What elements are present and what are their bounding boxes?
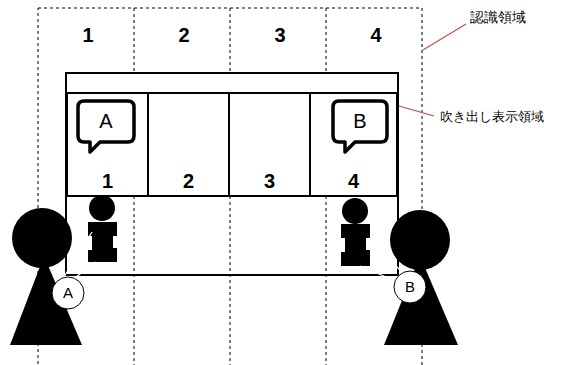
- column-divider: [230, 8, 231, 73]
- badge-circle: [52, 277, 84, 309]
- link-line: [72, 262, 96, 280]
- speech-bubble: B: [331, 99, 389, 153]
- speech-bubble: A: [76, 99, 136, 153]
- column-number: 4: [370, 24, 381, 47]
- person-head: [12, 208, 72, 268]
- column-divider: [326, 196, 327, 365]
- recognition-area: [38, 8, 422, 365]
- leader-line: [423, 24, 466, 50]
- display-box: 4B: [309, 92, 398, 197]
- display-area: [66, 73, 398, 275]
- avatar-body: [88, 222, 117, 262]
- display-box: 3: [228, 92, 311, 197]
- column-divider: [326, 8, 327, 73]
- user-badge: A: [51, 276, 85, 310]
- column-number: 2: [178, 24, 189, 47]
- user-badge: B: [393, 270, 427, 304]
- badge-letter: A: [51, 284, 85, 302]
- bubble-letter: A: [76, 109, 136, 133]
- avatar-head: [89, 195, 115, 221]
- person-body: [384, 256, 458, 345]
- column-divider: [134, 196, 135, 365]
- link-line: [62, 232, 92, 280]
- column-number: 1: [82, 24, 93, 47]
- display-box: 2: [147, 92, 230, 197]
- badge-letter: B: [393, 278, 427, 296]
- box-number: 4: [311, 170, 396, 193]
- bubble-letter: B: [331, 109, 389, 133]
- area-label: 認識領域: [470, 9, 526, 27]
- link-line: [368, 238, 404, 274]
- column-divider: [230, 196, 231, 365]
- box-number: 2: [149, 170, 228, 193]
- avatar-body: [341, 224, 370, 266]
- column-number: 3: [274, 24, 285, 47]
- box-number: 3: [230, 170, 309, 193]
- display-box: 1A: [66, 92, 149, 197]
- leader-line: [399, 106, 434, 116]
- area-label: 吹き出し表示領域: [440, 108, 544, 126]
- badge-circle: [394, 271, 426, 303]
- link-line: [360, 266, 398, 282]
- column-divider: [134, 8, 135, 73]
- box-number: 1: [68, 170, 147, 193]
- avatar-head: [342, 198, 368, 224]
